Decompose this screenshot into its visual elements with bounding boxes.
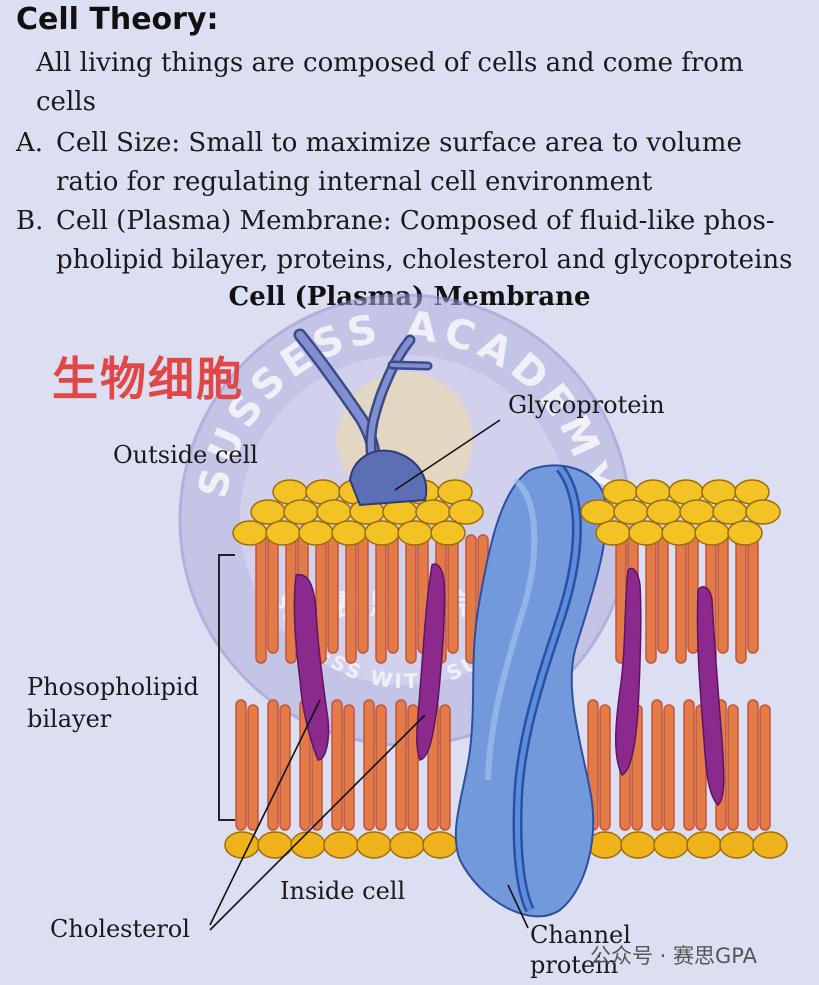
lipid-head xyxy=(653,831,689,859)
lipid-tail xyxy=(327,534,339,654)
lipid-tail xyxy=(717,534,729,654)
lipid-tail xyxy=(657,534,669,654)
lipid-tail xyxy=(405,534,417,664)
lipid-tail xyxy=(267,534,279,654)
lipid-head xyxy=(430,520,466,546)
lipid-tail xyxy=(235,699,247,831)
label-phospholipid-line2: bilayer xyxy=(27,705,112,733)
lipid-tail xyxy=(345,534,357,664)
point-a-marker: A. xyxy=(16,128,44,158)
lipid-head xyxy=(745,499,781,525)
label-phospholipid-line1: Phosopholipid xyxy=(27,673,199,701)
lipid-head xyxy=(397,520,433,546)
label-glycoprotein: Glycoprotein xyxy=(508,391,665,419)
lipid-tail xyxy=(247,704,259,831)
lipid-head xyxy=(323,831,359,859)
lipid-tail xyxy=(375,534,387,664)
lipid-tail xyxy=(687,534,699,654)
lipid-head xyxy=(580,499,616,525)
lipid-head xyxy=(694,520,730,546)
lipid-head xyxy=(448,499,484,525)
bilayer-bracket xyxy=(218,554,235,821)
lipid-head xyxy=(265,520,301,546)
lipid-tail xyxy=(465,534,477,664)
lipid-head xyxy=(250,499,286,525)
lipid-tail xyxy=(363,699,375,831)
lipid-head xyxy=(298,520,334,546)
point-b: B. Cell (Plasma) Membrane: Composed of f… xyxy=(16,202,806,280)
lipid-tail xyxy=(599,704,611,831)
lipid-tail xyxy=(375,704,387,831)
lipid-tail xyxy=(735,534,747,664)
point-b-marker: B. xyxy=(16,206,44,236)
lipid-head xyxy=(620,831,656,859)
lipid-head xyxy=(628,520,664,546)
chinese-title-watermark: 生物细胞 xyxy=(52,352,244,406)
lipid-tail xyxy=(675,534,687,664)
lipid-head xyxy=(415,499,451,525)
cell-theory-statement: All living things are composed of cells … xyxy=(36,48,744,117)
lipid-tail xyxy=(651,699,663,831)
lipid-tail xyxy=(439,704,451,831)
point-a-text: Cell Size: Small to maximize surface are… xyxy=(56,128,742,197)
label-cholesterol: Cholesterol xyxy=(50,915,190,943)
lipid-head xyxy=(283,499,319,525)
page-title: Cell Theory: xyxy=(16,2,219,37)
leader-lines xyxy=(209,419,529,931)
lipid-head xyxy=(613,499,649,525)
lipid-tail xyxy=(343,704,355,831)
channel-protein xyxy=(454,464,608,918)
lipid-tail xyxy=(255,534,267,664)
point-b-text: Cell (Plasma) Membrane: Composed of flui… xyxy=(56,206,793,275)
lower-leaflet-heads xyxy=(224,831,788,859)
lipid-head xyxy=(646,499,682,525)
lipid-tail xyxy=(279,704,291,831)
lipid-head xyxy=(356,831,392,859)
lipid-tail xyxy=(331,699,343,831)
label-channel-line1: Channel xyxy=(530,921,631,949)
lipid-tail xyxy=(747,534,759,654)
lipid-head xyxy=(679,499,715,525)
lipid-head xyxy=(316,499,352,525)
lipid-head xyxy=(331,520,367,546)
lipid-head xyxy=(686,831,722,859)
lipid-head xyxy=(712,499,748,525)
lipid-head xyxy=(422,831,458,859)
label-inside-cell: Inside cell xyxy=(280,877,406,905)
lipid-tail xyxy=(395,699,407,831)
label-channel-line2: protein xyxy=(530,951,619,979)
lipid-head xyxy=(752,831,788,859)
upper-leaflet-heads xyxy=(232,479,781,546)
lipid-head xyxy=(727,520,763,546)
lipid-tail xyxy=(267,699,279,831)
lipid-tail xyxy=(407,704,419,831)
lipid-head xyxy=(595,520,631,546)
point-a: A. Cell Size: Small to maximize surface … xyxy=(16,124,806,202)
lipid-tail xyxy=(747,699,759,831)
lipid-tail xyxy=(447,534,459,654)
lipid-tail xyxy=(387,534,399,654)
cholesterol-molecules xyxy=(293,563,725,807)
lipid-tail xyxy=(645,534,657,664)
label-outside-cell: Outside cell xyxy=(113,441,258,469)
lipid-head xyxy=(364,520,400,546)
glycoprotein-molecule xyxy=(293,328,433,507)
lipid-tail xyxy=(759,704,771,831)
lipid-tail xyxy=(357,534,369,654)
lipid-head xyxy=(232,520,268,546)
footer-watermark: 公众号 · 赛思GPA xyxy=(590,944,757,968)
lipid-tail xyxy=(663,704,675,831)
lipid-tail xyxy=(727,704,739,831)
lipid-head xyxy=(661,520,697,546)
lipid-head xyxy=(719,831,755,859)
lipid-tail xyxy=(683,699,695,831)
lipid-head xyxy=(389,831,425,859)
